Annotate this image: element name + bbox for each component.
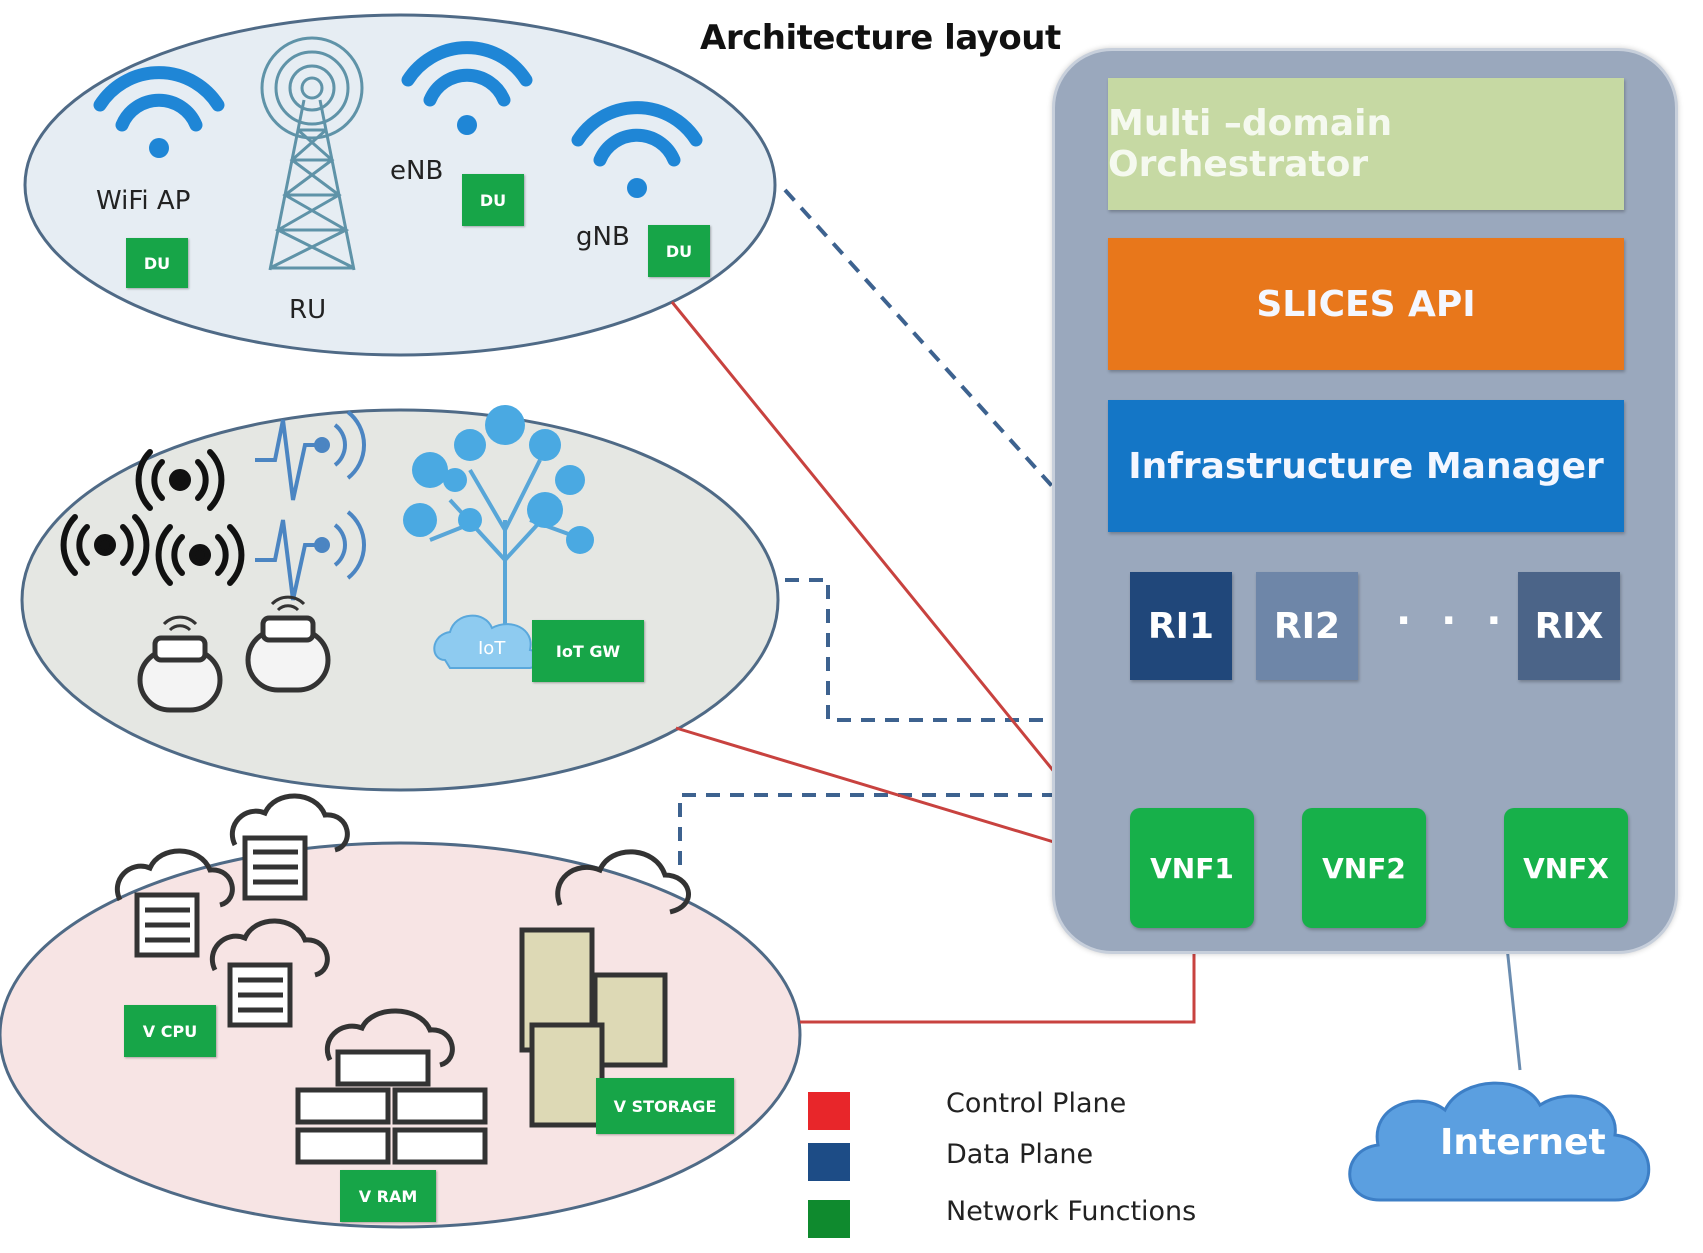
- resource-instance-ri1: RI1: [1130, 572, 1232, 680]
- legend-label-3: Network Functions: [946, 1196, 1197, 1227]
- du-tag-enb: DU: [462, 174, 524, 226]
- legend-swatch-2: [808, 1143, 850, 1181]
- legend-swatch-1: [808, 1092, 850, 1130]
- legend-swatch-3: [808, 1200, 850, 1238]
- legend-label-1: Control Plane: [946, 1088, 1127, 1119]
- broadcast-icons: [60, 449, 245, 586]
- orchestrator-layer: Multi –domain Orchestrator: [1108, 78, 1624, 210]
- infrastructure-manager-layer: Infrastructure Manager: [1108, 400, 1624, 532]
- du-tag-gnb: DU: [648, 225, 710, 277]
- wifi-ap-label: WiFi AP: [96, 186, 191, 216]
- gnb-wifi-icon: [571, 101, 703, 198]
- network-function-vnf2: VNF2: [1302, 808, 1426, 928]
- internet-label: Internet: [1440, 1122, 1606, 1163]
- smart-device-icons: [137, 615, 331, 713]
- diagram-title: Architecture layout: [700, 18, 1061, 58]
- slices-api-layer: SLICES API: [1108, 238, 1624, 370]
- vcpu-tag: V CPU: [124, 1005, 216, 1057]
- legend-label-2: Data Plane: [946, 1139, 1094, 1170]
- iot-gateway-tag: IoT GW: [532, 620, 644, 682]
- vram-server-icons: [295, 1008, 488, 1165]
- ru-label: RU: [289, 295, 327, 325]
- iot-tree-icon: [403, 405, 594, 669]
- vram-tag: V RAM: [340, 1170, 436, 1222]
- control-plane-link-compute-vnf1: [800, 928, 1196, 1024]
- vcpu-server-icons: [114, 793, 350, 1028]
- enb-wifi-icon: [401, 41, 533, 135]
- internet-cloud-icon: [1348, 1081, 1651, 1202]
- wifi-ap-icon: [93, 66, 225, 158]
- resource-instance-ri2: RI2: [1256, 572, 1358, 680]
- network-function-vnf1: VNF1: [1130, 808, 1254, 928]
- resource-instance-rix: RIX: [1518, 572, 1620, 680]
- vstorage-server-icons: [519, 849, 691, 1128]
- du-tag-wifi: DU: [126, 238, 188, 288]
- device-wifi-marks: [162, 595, 306, 632]
- iot-cloud-label: IoT: [478, 638, 506, 659]
- resource-instance-ellipsis: · · ·: [1396, 598, 1510, 644]
- enb-label: eNB: [390, 156, 444, 186]
- iot-ellipse: [20, 408, 780, 792]
- gnb-label: gNB: [576, 222, 630, 252]
- vstorage-tag: V STORAGE: [596, 1078, 734, 1134]
- network-function-vnfx: VNFX: [1504, 808, 1628, 928]
- sensor-pulse-icons: [255, 410, 366, 601]
- radio-tower-icon: [260, 36, 364, 271]
